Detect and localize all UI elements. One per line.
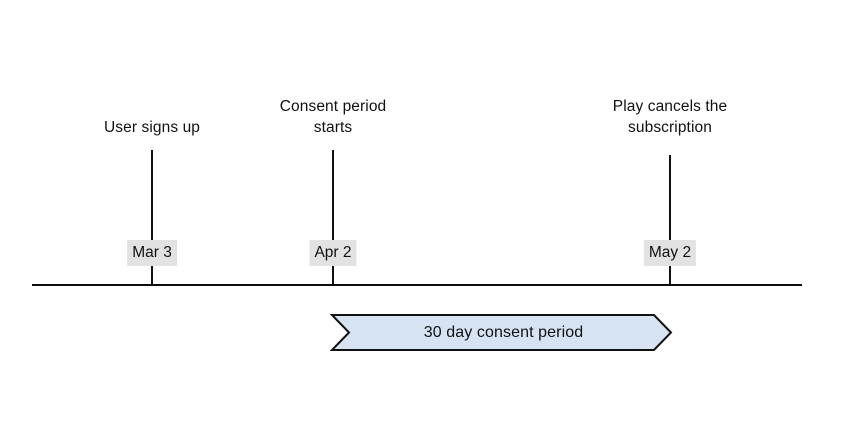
milestone-caption: Consent period starts <box>279 98 387 136</box>
timeline-axis <box>32 284 802 286</box>
consent-period-banner: 30 day consent period <box>329 314 673 351</box>
milestone-caption: Play cancels the subscription <box>612 98 728 136</box>
milestone-date-badge: Apr 2 <box>309 240 357 266</box>
banner-label: 30 day consent period <box>423 323 584 341</box>
milestone-tick-line <box>669 155 671 285</box>
milestone-caption: User signs up <box>103 119 201 136</box>
banner-chevron-shape <box>329 314 673 351</box>
milestone-tick-line <box>151 150 153 285</box>
banner-chevron-path <box>329 314 673 351</box>
milestone-date-badge: May 2 <box>643 240 697 266</box>
milestone-tick-line <box>332 150 334 285</box>
milestone-date-badge: Mar 3 <box>127 240 177 266</box>
